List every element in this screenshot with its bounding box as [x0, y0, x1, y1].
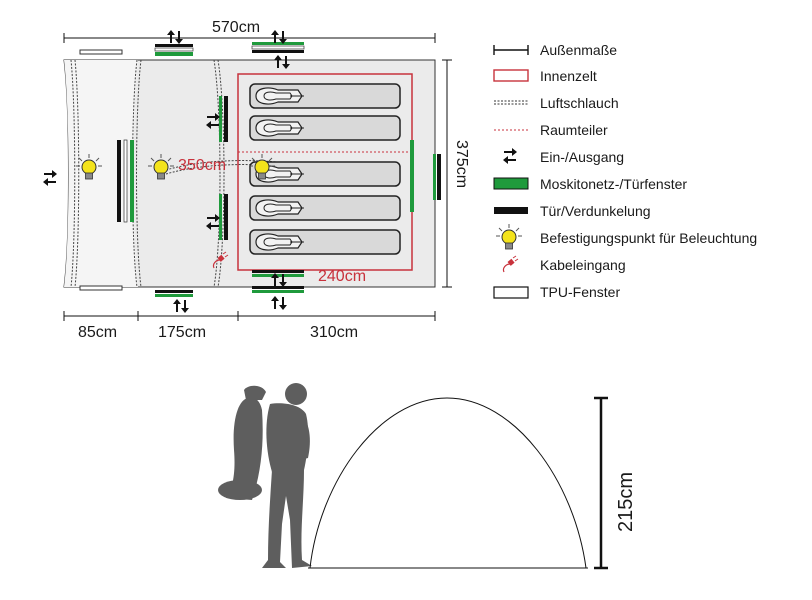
- tpu-window-icon: [493, 286, 529, 299]
- door-bottom-rear: [252, 270, 304, 310]
- inner-width-label: 240cm: [318, 268, 366, 285]
- sleeping-pad: [249, 195, 401, 221]
- door-middle-lower: [206, 194, 228, 240]
- inner-length-label: 350cm: [178, 157, 226, 174]
- door-blackout-icon: [494, 207, 528, 214]
- window-inner-rear: [410, 140, 414, 212]
- light-bulb-icon: [495, 223, 523, 250]
- hiker-silhouette-icon: [218, 383, 312, 568]
- door-bottom-middle: [155, 290, 193, 313]
- legend-label: Außenmaße: [540, 42, 617, 58]
- inner-tent-icon: [493, 69, 529, 82]
- door-top-rear: [251, 30, 305, 69]
- legend: Außenmaße Innenzelt Luftschlauch Raumtei…: [493, 42, 757, 300]
- tent-profile: [309, 397, 587, 569]
- door-front-end: [43, 139, 134, 223]
- dimension-lines: [63, 33, 452, 321]
- mosquito-net-icon: [493, 177, 529, 190]
- legend-label: Kabeleingang: [540, 257, 626, 273]
- entrance-arrows-icon: [503, 148, 517, 164]
- tent-floor-plan: 350cm 240cm: [43, 30, 441, 313]
- total-width-label: 375cm: [453, 140, 470, 188]
- segment-rear-label: 310cm: [310, 324, 358, 341]
- legend-label: Raumteiler: [540, 122, 608, 138]
- door-middle-upper: [206, 96, 228, 142]
- tpu-window-icon: [79, 285, 123, 291]
- segment-middle-label: 175cm: [158, 324, 206, 341]
- legend-label: Befestigungspunkt für Beleuchtung: [540, 230, 757, 246]
- door-top-middle: [154, 30, 194, 56]
- air-tube-icon: [494, 100, 528, 105]
- sleeping-pad: [249, 229, 401, 255]
- cable-plug-icon: [502, 255, 519, 273]
- legend-label: Moskitonetz-/Türfenster: [540, 176, 687, 192]
- height-illustration: 215cm: [218, 383, 637, 570]
- legend-label: Luftschlauch: [540, 95, 619, 111]
- sleeping-pad: [249, 115, 401, 141]
- front-vestibule-area: [64, 60, 138, 287]
- total-length-label: 570cm: [212, 19, 260, 36]
- legend-label: TPU-Fenster: [540, 284, 620, 300]
- cable-plug-icon: [212, 251, 229, 269]
- tpu-window-icon: [79, 49, 123, 55]
- door-rear-end: [433, 154, 441, 200]
- legend-label: Ein-/Ausgang: [540, 149, 624, 165]
- legend-label: Tür/Verdunkelung: [540, 203, 651, 219]
- segment-front-label: 85cm: [78, 324, 117, 341]
- outer-dimension-icon: [493, 45, 529, 55]
- sleeping-pad: [249, 83, 401, 109]
- height-dimension-line: [594, 396, 608, 570]
- legend-label: Innenzelt: [540, 68, 597, 84]
- height-label: 215cm: [615, 472, 637, 532]
